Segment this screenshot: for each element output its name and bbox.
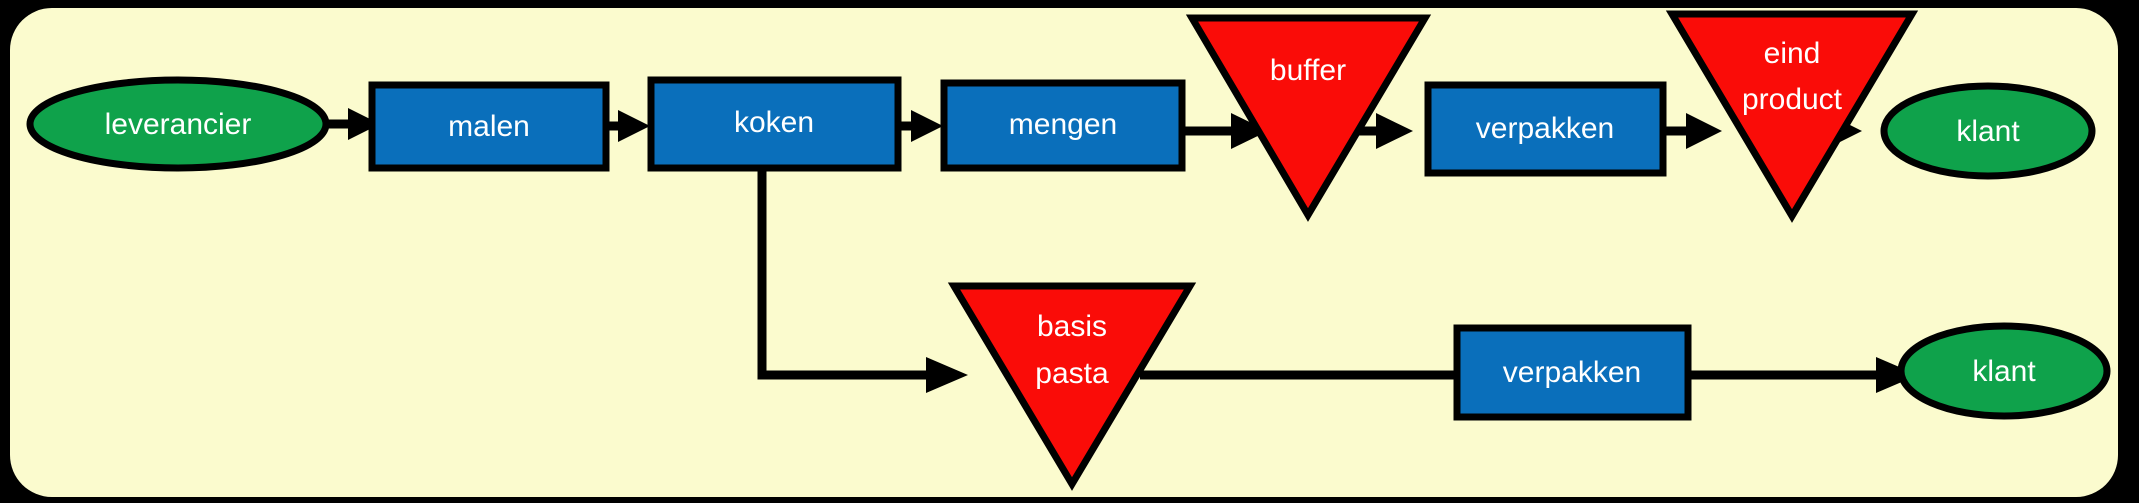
node-verpakken-bottom[interactable]: verpakken bbox=[1453, 324, 1692, 421]
node-basis-pasta-label-line2: pasta bbox=[1035, 357, 1109, 390]
node-eind-product-label-line2: product bbox=[1742, 83, 1843, 116]
node-klant-bottom-label: klant bbox=[1972, 355, 2036, 388]
node-verpakken-top[interactable]: verpakken bbox=[1424, 81, 1667, 177]
node-mengen-label: mengen bbox=[1009, 108, 1117, 141]
node-leverancier-label: leverancier bbox=[105, 108, 252, 141]
node-basis-pasta-label-line1: basis bbox=[1037, 310, 1107, 343]
node-eind-product[interactable]: eind product bbox=[1665, 10, 1919, 223]
node-eind-product-label-line1: eind bbox=[1764, 37, 1821, 70]
connector-malen-koken bbox=[608, 110, 650, 142]
node-klant-bottom[interactable]: klant bbox=[1897, 322, 2111, 420]
node-mengen[interactable]: mengen bbox=[940, 79, 1186, 172]
node-malen[interactable]: malen bbox=[368, 81, 610, 172]
connector-mengen-buffer bbox=[1182, 113, 1268, 149]
node-buffer-label: buffer bbox=[1270, 54, 1346, 87]
connector-koken-mengen bbox=[900, 110, 943, 142]
node-malen-label: malen bbox=[448, 110, 530, 143]
node-verpakken-bottom-label: verpakken bbox=[1503, 356, 1641, 389]
connector-verpakken-klant-bottom bbox=[1685, 357, 1918, 393]
node-koken-label: koken bbox=[734, 106, 814, 139]
connector-koken-basispasta bbox=[757, 168, 968, 393]
connector-verpakken-eindproduct bbox=[1663, 113, 1722, 149]
node-verpakken-top-label: verpakken bbox=[1476, 112, 1614, 145]
node-klant-top-label: klant bbox=[1956, 115, 2020, 148]
node-basis-pasta[interactable]: basis pasta bbox=[947, 282, 1197, 491]
node-klant-top[interactable]: klant bbox=[1880, 82, 2096, 180]
node-leverancier[interactable]: leverancier bbox=[26, 76, 330, 172]
node-koken[interactable]: koken bbox=[647, 76, 902, 172]
node-buffer[interactable]: buffer bbox=[1185, 14, 1432, 222]
